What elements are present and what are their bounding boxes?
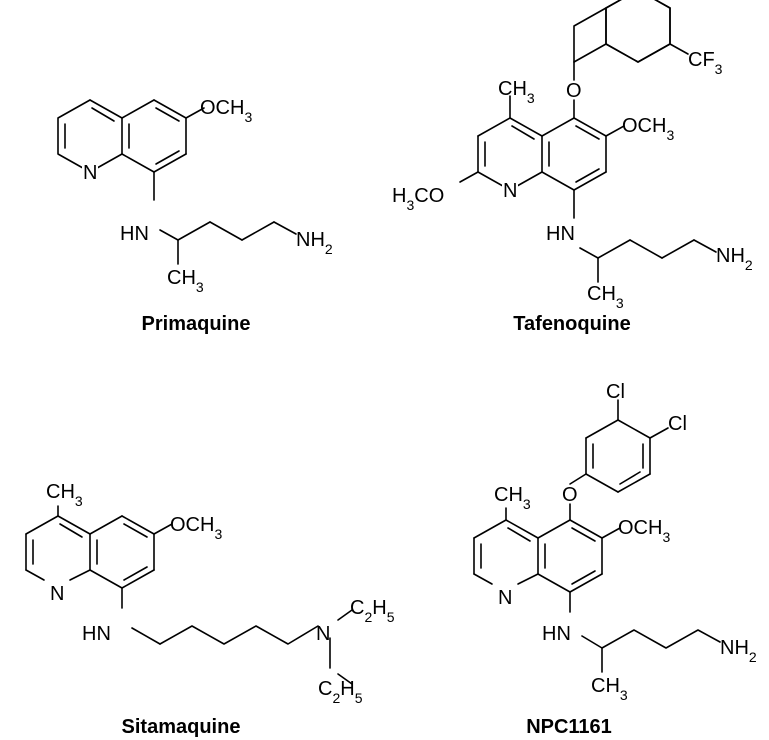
npc1161-name: NPC1161 (526, 716, 612, 738)
primaquine-name: Primaquine (142, 313, 251, 335)
compound-sitamaquine: CH3 OCH3 N HN N C2H5 C2H5 Sitamaquine (25, 481, 395, 738)
npc1161-ch3-label: CH3 (591, 675, 628, 703)
tafenoquine-ome-label: OCH3 (622, 115, 674, 143)
sitamaquine-ch3-top-label: CH3 (46, 481, 83, 509)
primaquine-nh2-label: NH2 (296, 229, 333, 257)
npc1161-o-label: O (562, 484, 578, 506)
npc1161-hn-label: HN (542, 623, 571, 645)
primaquine-ring-n: N (83, 162, 97, 184)
npc1161-cl2-label: Cl (668, 413, 687, 435)
tafenoquine-o-label: O (566, 80, 582, 102)
tafenoquine-name: Tafenoquine (513, 313, 630, 335)
sitamaquine-hn-label: HN (82, 623, 111, 645)
npc1161-ch3-top-label: CH3 (494, 484, 531, 512)
tafenoquine-h3co-label: H3CO (392, 185, 444, 213)
tafenoquine-ch3-top-label: CH3 (498, 78, 535, 106)
tafenoquine-hn-label: HN (546, 223, 575, 245)
primaquine-ome-label: OCH3 (200, 97, 252, 125)
compound-primaquine: OCH3 N HN NH2 CH3 Primaquine (57, 97, 333, 335)
sitamaquine-ring-n: N (50, 583, 64, 605)
tafenoquine-cf3-label: CF3 (688, 49, 723, 77)
sitamaquine-ome-label: OCH3 (170, 514, 222, 542)
tafenoquine-nh2-label: NH2 (716, 245, 753, 273)
compound-npc1161: Cl Cl O CH3 OCH3 N HN NH2 CH3 NPC1161 (473, 381, 757, 738)
compound-tafenoquine: CH3 O CF3 OCH3 H3CO N HN NH2 CH3 Tafenoq… (392, 0, 753, 335)
npc1161-nh2-label: NH2 (720, 637, 757, 665)
sitamaquine-amine-n: N (316, 623, 330, 645)
primaquine-hn-label: HN (120, 223, 149, 245)
npc1161-ring-n: N (498, 587, 512, 609)
sitamaquine-name: Sitamaquine (122, 716, 241, 738)
sitamaquine-ethyl-2: C2H5 (318, 678, 363, 706)
npc1161-ome-label: OCH3 (618, 517, 670, 545)
tafenoquine-ch3-label: CH3 (587, 283, 624, 311)
tafenoquine-ring-n: N (503, 180, 517, 202)
npc1161-cl1-label: Cl (606, 381, 625, 403)
sitamaquine-ethyl-1: C2H5 (350, 597, 395, 625)
primaquine-ch3-label: CH3 (167, 267, 204, 295)
